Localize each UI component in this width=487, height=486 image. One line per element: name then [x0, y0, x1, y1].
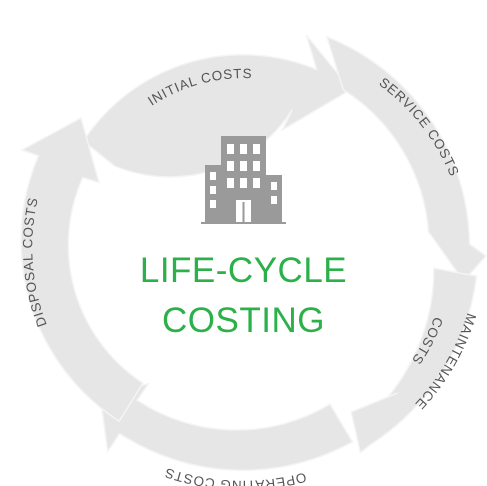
center-title-line2: COSTING — [162, 301, 325, 340]
segment-maintenance-costs — [350, 267, 478, 455]
cycle-ring — [20, 34, 487, 471]
office-building-icon — [201, 136, 286, 224]
segment-disposal-costs — [20, 116, 144, 423]
segment-service-costs — [325, 35, 487, 283]
segment-operating-costs — [99, 382, 354, 471]
center-title-line1: LIFE-CYCLE — [140, 251, 347, 290]
segment-initial-costs — [82, 34, 352, 178]
